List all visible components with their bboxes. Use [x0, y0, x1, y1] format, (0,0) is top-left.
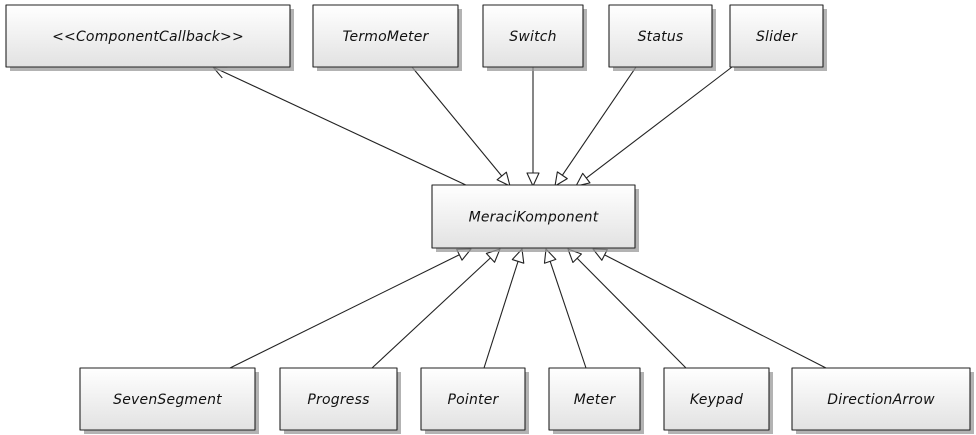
class-box-rect [431, 184, 636, 249]
class-box-direction-arrow: DirectionArrow [791, 367, 974, 434]
class-box-termometer: TermoMeter [312, 4, 462, 71]
class-box-switch: Switch [482, 4, 587, 71]
class-box-rect [312, 4, 459, 68]
edge-line [549, 261, 587, 369]
edge-line [229, 254, 460, 369]
class-box-label: DirectionArrow [827, 392, 935, 408]
edge-line [604, 254, 827, 369]
class-box-rect [791, 367, 971, 431]
class-box-keypad: Keypad [663, 367, 773, 434]
class-box-progress: Progress [279, 367, 401, 434]
class-box-label: Pointer [447, 392, 499, 408]
generalization-arrowhead [543, 248, 557, 264]
edge-line [561, 66, 637, 176]
class-box-rect [608, 4, 713, 68]
edge-slider-to-meraci-komponent [575, 66, 733, 187]
class-box-slider: Slider [729, 4, 827, 71]
class-box-component-callback: <<ComponentCallback>> [5, 4, 294, 71]
class-box-rect [420, 367, 526, 431]
edge-switch-to-meraci-komponent [526, 67, 540, 187]
edge-meter-to-meraci-komponent [543, 248, 587, 369]
class-box-label: Keypad [690, 392, 743, 408]
class-box-label: Progress [307, 392, 369, 408]
class-box-label: MeraciKomponent [469, 210, 599, 226]
edge-seven-segment-to-meraci-komponent [229, 248, 472, 369]
class-box-rect [482, 4, 584, 68]
edge-line [483, 261, 519, 369]
generalization-arrowhead [575, 172, 591, 187]
class-box-pointer: Pointer [420, 367, 529, 434]
class-box-label: Status [638, 29, 684, 45]
class-box-rect [548, 367, 641, 431]
edge-status-to-meraci-komponent [554, 66, 637, 187]
edge-line [411, 66, 503, 177]
edge-direction-arrow-to-meraci-komponent [592, 248, 827, 369]
class-box-meraci-komponent: MeraciKomponent [431, 184, 639, 252]
generalization-arrowhead [554, 171, 568, 187]
class-box-label: Meter [574, 392, 617, 408]
edge-meraci-komponent-to-component-callback [212, 66, 469, 187]
nodes-layer: <<ComponentCallback>> TermoMeter Switch Sta… [5, 4, 974, 434]
generalization-arrowhead [526, 172, 540, 187]
edge-line [586, 66, 733, 179]
generalization-arrowhead [496, 171, 511, 187]
class-box-label: SevenSegment [113, 392, 222, 408]
class-box-rect [5, 4, 291, 68]
class-box-label: TermoMeter [343, 29, 430, 45]
edge-line [576, 257, 687, 369]
edge-line [371, 257, 491, 369]
class-box-label: Switch [509, 29, 557, 45]
class-box-status: Status [608, 4, 716, 71]
class-box-rect [279, 367, 398, 431]
edge-line [212, 66, 469, 187]
class-box-rect [663, 367, 770, 431]
edge-pointer-to-meraci-komponent [483, 248, 525, 369]
generalization-arrowhead [511, 248, 525, 264]
class-box-rect [79, 367, 256, 431]
class-box-label: <<ComponentCallback>> [52, 29, 244, 45]
class-box-rect [729, 4, 824, 68]
class-box-seven-segment: SevenSegment [79, 367, 259, 434]
edge-termometer-to-meraci-komponent [411, 66, 511, 187]
class-box-label: Slider [756, 29, 798, 45]
class-box-meter: Meter [548, 367, 644, 434]
